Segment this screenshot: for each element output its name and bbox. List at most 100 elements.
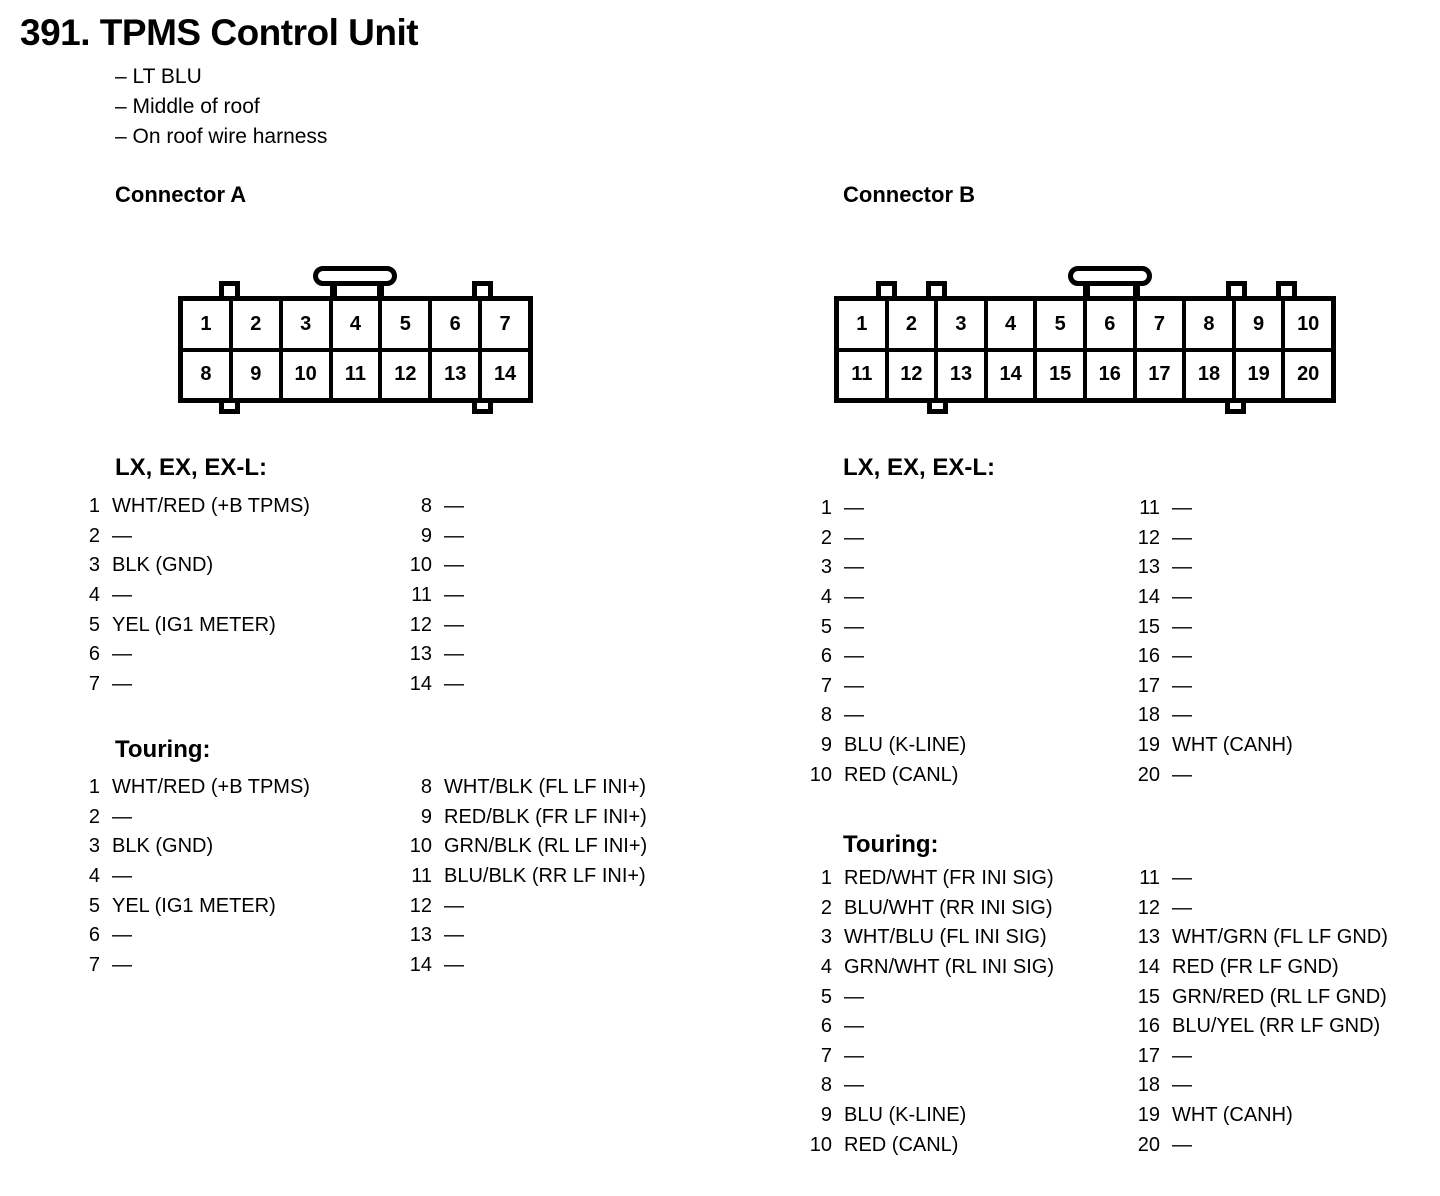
pin-label: —	[844, 497, 864, 520]
pin-cell: 5	[382, 301, 429, 348]
pin-label: WHT (CANH)	[1172, 734, 1293, 757]
pin-number: 7	[88, 953, 100, 976]
pin-row: 17—	[1115, 672, 1293, 702]
pin-label: RED/BLK (FR LF INI+)	[444, 805, 647, 828]
pin-label: —	[1172, 1044, 1192, 1067]
connector-a-heading: Connector A	[115, 182, 247, 207]
pin-label: —	[444, 524, 464, 547]
pin-cell: 2	[888, 301, 935, 348]
pin-label: —	[844, 674, 864, 697]
pin-number: 3	[820, 926, 832, 949]
pin-number: 17	[1137, 674, 1160, 697]
pin-number: 9	[420, 805, 432, 828]
pin-number: 2	[88, 805, 100, 828]
pin-row: 12—	[1115, 894, 1388, 924]
pin-row: 8—	[387, 492, 464, 522]
pin-label: BLK (GND)	[112, 835, 214, 858]
pin-number: 20	[1137, 763, 1160, 786]
pin-row: 7—	[55, 951, 310, 981]
pin-row: 14—	[1115, 583, 1293, 613]
pin-row: 4—	[55, 581, 310, 611]
pin-label: —	[844, 645, 864, 668]
pin-label: WHT/RED (+B TPMS)	[112, 495, 310, 518]
pin-label: —	[444, 495, 464, 518]
pin-number: 14	[1137, 956, 1160, 979]
pin-row: 6—	[787, 642, 966, 672]
pin-row: 9 RED/BLK (FR LF INI+)	[387, 803, 647, 833]
pin-label: RED/WHT (FR INI SIG)	[844, 867, 1054, 890]
pin-number: 10	[809, 1133, 832, 1156]
pin-label: BLU/BLK (RR LF INI+)	[444, 865, 646, 888]
pin-label: —	[844, 526, 864, 549]
pin-cell: 17	[1136, 351, 1183, 398]
pin-number: 6	[820, 1015, 832, 1038]
pin-number: 1	[820, 497, 832, 520]
pin-number: 8	[420, 776, 432, 799]
pin-label: WHT/RED (+B TPMS)	[112, 776, 310, 799]
pin-number: 14	[409, 672, 432, 695]
pin-number: 4	[820, 586, 832, 609]
pin-label: —	[844, 704, 864, 727]
pin-label: —	[444, 584, 464, 607]
pin-label: —	[112, 643, 132, 666]
pin-number: 15	[1137, 615, 1160, 638]
pin-row: 18—	[1115, 1071, 1388, 1101]
pin-number: 5	[820, 615, 832, 638]
pin-cell: 11	[332, 351, 379, 398]
pin-label: GRN/BLK (RL LF INI+)	[444, 835, 648, 858]
pin-cell: 20	[1285, 351, 1331, 398]
pin-label: —	[444, 672, 464, 695]
pin-row: 15—	[1115, 612, 1293, 642]
pin-cell: 6	[1086, 301, 1133, 348]
pin-number: 18	[1137, 1074, 1160, 1097]
pin-row: 20—	[1115, 760, 1293, 790]
pin-cell: 8	[1186, 301, 1232, 348]
pin-row: 11 BLU/BLK (RR LF INI+)	[387, 862, 647, 892]
pin-row: 1—	[787, 494, 966, 524]
connector-latch-leg	[1083, 282, 1090, 299]
connector-latch-leg	[1133, 282, 1140, 299]
pin-row: 8—	[787, 1071, 1054, 1101]
pin-number: 19	[1137, 1104, 1160, 1127]
pin-number: 12	[409, 613, 432, 636]
pin-label: —	[844, 556, 864, 579]
pin-cell: 3	[282, 301, 329, 348]
pin-cell: 8	[183, 351, 229, 398]
pin-label: BLK (GND)	[112, 554, 214, 577]
pin-row: 5—	[787, 982, 1054, 1012]
pin-cell: 1	[839, 301, 885, 348]
pin-number: 16	[1137, 645, 1160, 668]
pin-cell: 11	[839, 351, 885, 398]
pin-cell: 13	[938, 351, 984, 398]
location-notes: – LT BLU– Middle of roof– On roof wire h…	[115, 62, 327, 152]
pin-number: 17	[1137, 1044, 1160, 1067]
pin-row: 8—	[787, 701, 966, 731]
connector-b-lx-heading: LX, EX, EX-L:	[843, 454, 996, 481]
pin-number: 6	[88, 924, 100, 947]
pin-cell: 12	[382, 351, 429, 398]
pin-number: 11	[411, 584, 432, 607]
pin-cell: 2	[232, 301, 279, 348]
pin-number: 11	[411, 865, 432, 888]
pin-number: 9	[820, 734, 832, 757]
pin-row: 13—	[387, 921, 647, 951]
pin-row: 11 —	[387, 581, 464, 611]
